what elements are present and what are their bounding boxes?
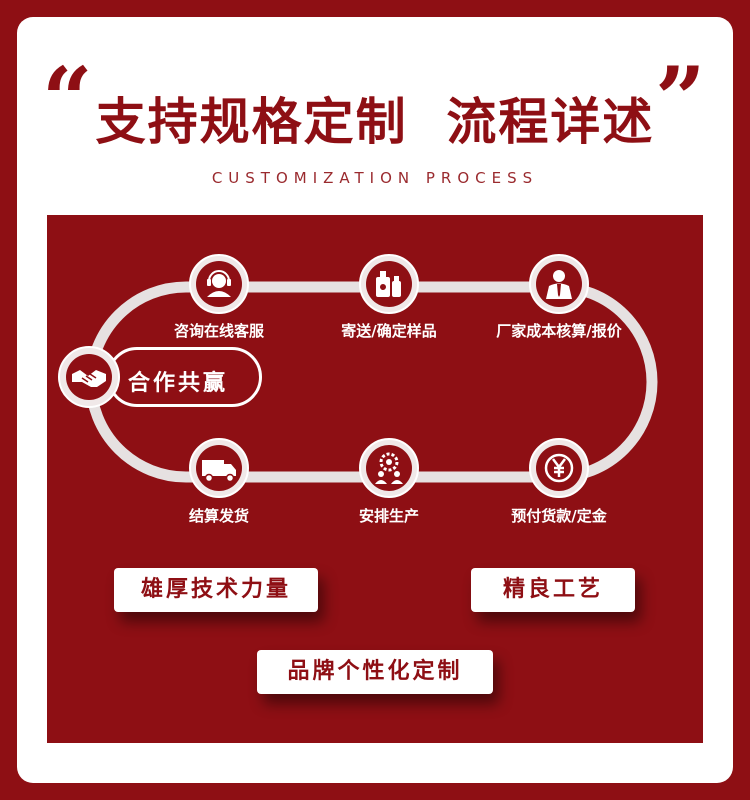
handshake-node[interactable] xyxy=(58,346,120,408)
feature-craftsmanship[interactable]: 精良工艺 xyxy=(471,568,635,612)
page-title: 支持规格定制 流程详述 xyxy=(95,93,655,151)
step-node-consult[interactable] xyxy=(189,254,249,314)
open-quote-icon: “ xyxy=(42,47,93,151)
step-node-payment[interactable] xyxy=(529,438,589,498)
feature-brand-custom[interactable]: 品牌个性化定制 xyxy=(257,650,493,694)
yen-coin-icon xyxy=(544,453,574,483)
step-node-quote[interactable] xyxy=(529,254,589,314)
step-label-payment: 预付货款/定金 xyxy=(511,507,607,525)
step-node-sample[interactable] xyxy=(359,254,419,314)
step-label-consult: 咨询在线客服 xyxy=(173,322,264,340)
step-label-sample: 寄送/确定样品 xyxy=(341,322,437,340)
feature-tech-strength[interactable]: 雄厚技术力量 xyxy=(114,568,318,612)
product-bottles-icon xyxy=(376,271,401,297)
gears-people-icon xyxy=(375,452,403,484)
step-label-production: 安排生产 xyxy=(358,507,419,525)
step-node-production[interactable] xyxy=(359,438,419,498)
headset-agent-icon xyxy=(207,270,231,297)
step-node-shipping[interactable] xyxy=(189,438,249,498)
step-label-shipping: 结算发货 xyxy=(188,507,249,525)
delivery-truck-icon xyxy=(202,460,236,483)
close-quote-icon: ” xyxy=(655,47,706,151)
businessman-icon xyxy=(546,270,572,299)
cooperate-label: 合作共赢 xyxy=(128,371,229,396)
step-label-quote: 厂家成本核算/报价 xyxy=(496,322,622,340)
page-subtitle: CUSTOMIZATION PROCESS xyxy=(211,169,539,187)
handshake-icon xyxy=(72,370,106,387)
